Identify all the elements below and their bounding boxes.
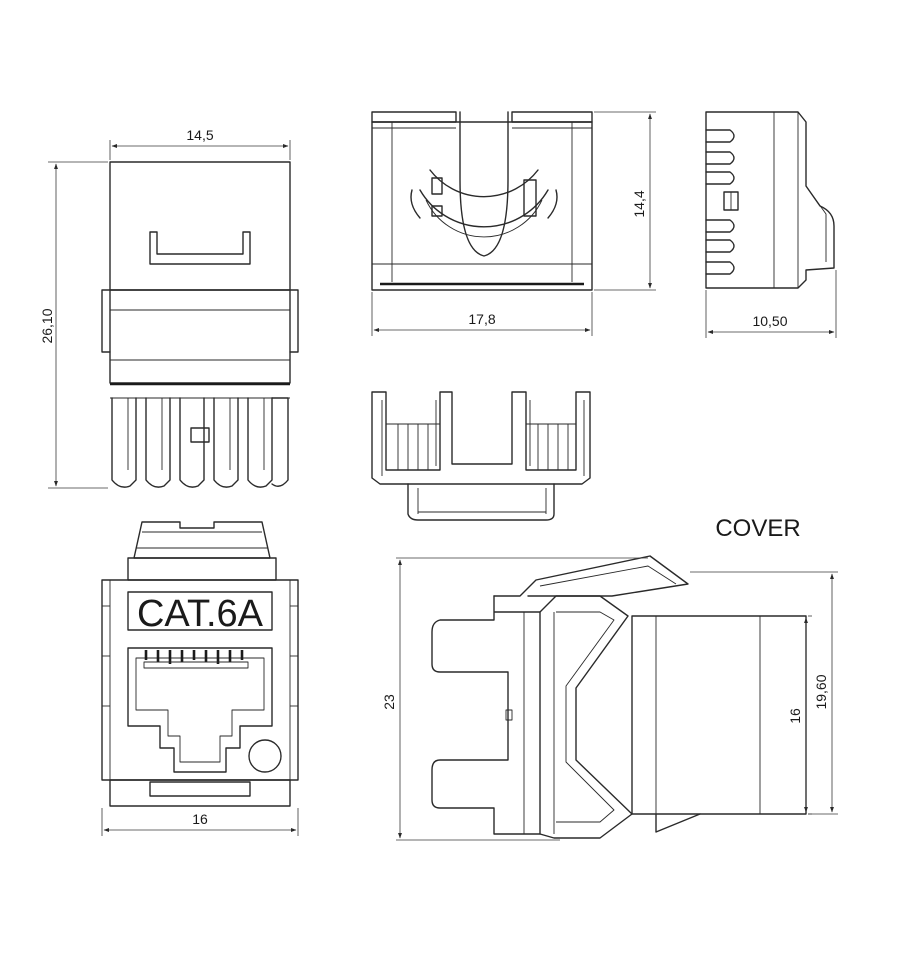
dim-front-width: 17,8 [468, 311, 495, 327]
side-view: 10,50 [705, 111, 837, 338]
top-view: 14,5 26,10 [39, 127, 299, 489]
dim-side-width: 10,50 [752, 313, 787, 329]
cover-side-view: COVER 23 16 19,60 [381, 515, 838, 841]
dim-cover-outer: 19,60 [813, 674, 829, 709]
dim-bottom-width: 16 [192, 811, 208, 827]
dim-cover-height: 23 [381, 694, 397, 710]
dim-left-height: 26,10 [39, 308, 55, 343]
dim-cover-inner: 16 [787, 708, 803, 724]
cover-part-view [371, 391, 591, 521]
dim-front-height: 14,4 [631, 190, 647, 217]
cover-title: COVER [715, 515, 800, 542]
product-marking: CAT.6A [137, 593, 264, 635]
contact-pins [143, 650, 249, 669]
front-view: 14,4 17,8 [371, 111, 656, 336]
dim-top-width: 14,5 [186, 127, 213, 143]
jack-front-face: CAT.6A 16 [101, 521, 299, 836]
